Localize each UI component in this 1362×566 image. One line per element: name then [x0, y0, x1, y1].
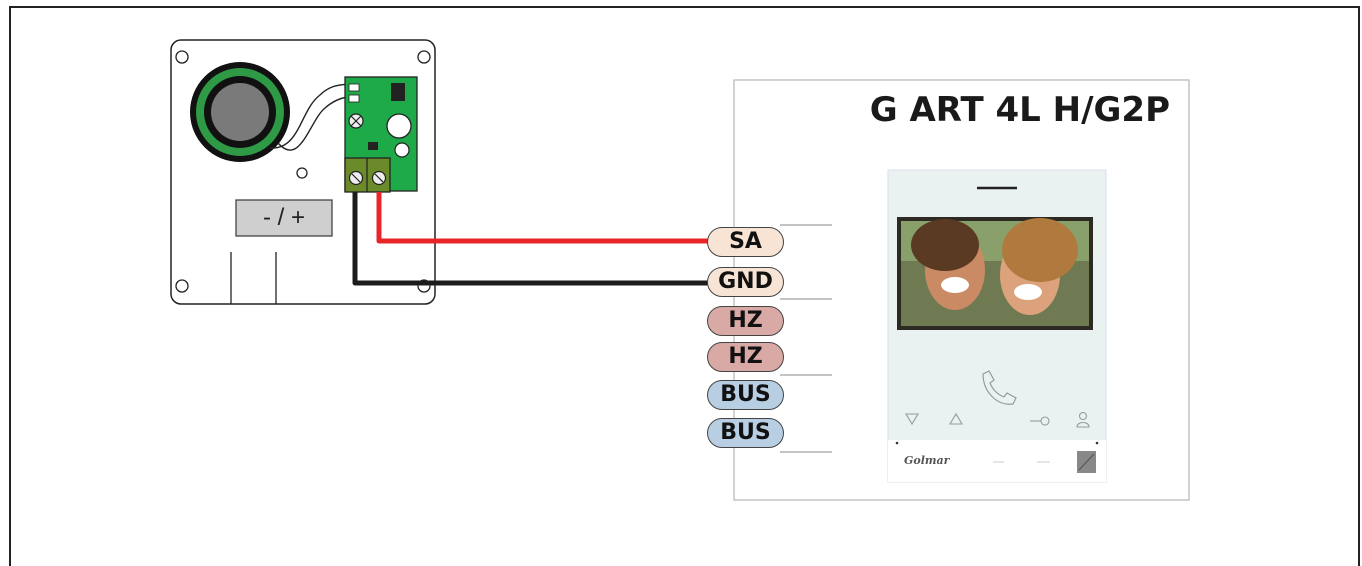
pin-icon [296, 167, 308, 179]
brand-logo: Golmar [904, 454, 950, 467]
mount-hole-icon [175, 50, 189, 64]
terminal-sa: SA [707, 227, 784, 257]
speaker-wire [269, 83, 349, 149]
speaker-icon [190, 62, 290, 162]
mount-hole-icon [417, 279, 431, 293]
terminal-hz: HZ [707, 342, 784, 372]
monitor-bottom-strip [888, 440, 1106, 482]
model-title: G ART 4L H/G2P [869, 90, 1170, 130]
diagram-frame [9, 6, 1360, 566]
pcb-pad [348, 83, 360, 92]
component-icon [368, 142, 378, 150]
mount-hole-icon [417, 50, 431, 64]
mount-hole-icon [175, 279, 189, 293]
speaker-wire [277, 96, 349, 151]
pcb-pad [348, 94, 360, 103]
person-icon [1076, 411, 1090, 428]
led-icon [394, 142, 410, 158]
key-icon [1030, 416, 1050, 426]
up-arrow-icon [949, 412, 963, 425]
phone-icon [982, 370, 1017, 405]
wire-black [352, 192, 708, 286]
polarity-box [235, 199, 333, 237]
terminal-gnd: GND [707, 267, 784, 297]
terminal-bus: BUS [707, 418, 784, 448]
chip-icon [391, 83, 405, 101]
wire-red [376, 192, 708, 244]
polarity-label: - / + [262, 204, 305, 231]
terminal-bus: BUS [707, 380, 784, 410]
capacitor-icon [386, 113, 412, 139]
down-arrow-icon [905, 413, 919, 426]
terminal-hz: HZ [707, 306, 784, 336]
